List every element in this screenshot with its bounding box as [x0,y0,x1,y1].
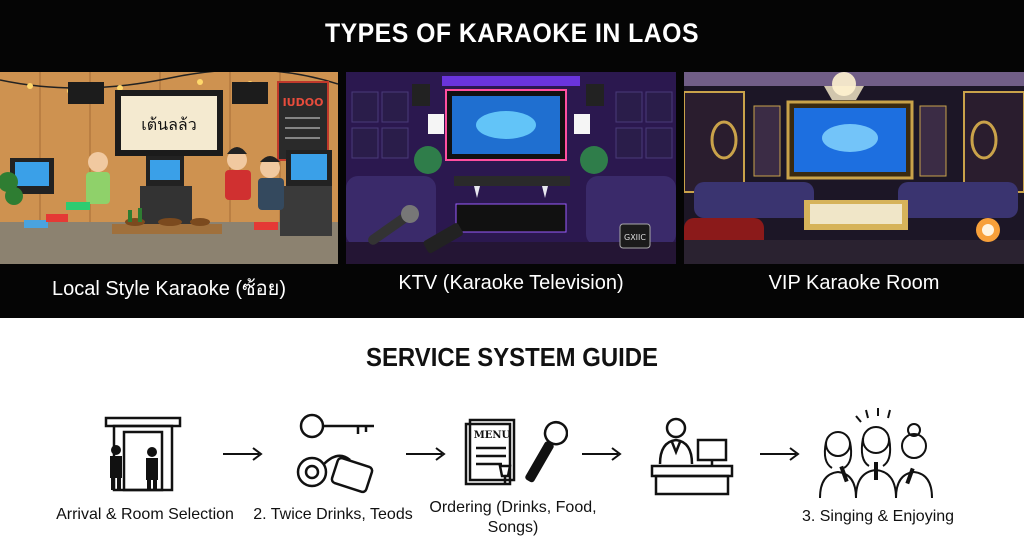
vip-illustration [684,72,1024,264]
guide-title: SERVICE SYSTEM GUIDE [366,342,658,372]
arrow-right-icon [760,447,800,461]
panel-label-local: Local Style Karaoke (ซ้อย) [51,278,287,300]
arrow-right-icon [223,447,263,461]
singers-icon [819,408,933,499]
panel-vip [684,72,1024,264]
local-karaoke-illustration: เต้นลล้ว IUDOO [0,72,338,264]
reception-desk-icon [650,417,734,496]
menu-board-text: IUDOO [283,96,324,109]
menu-microphone-icon: MENU [464,418,568,486]
door-icon [104,416,182,492]
step-label-drinks: 2. Twice Drinks, Teods [253,506,413,523]
step-label-singing: 3. Singing & Enjoying [801,508,955,525]
ktv-badge-text: GXIIC [624,233,646,242]
page-title: TYPES OF KARAOKE IN LAOS [324,18,700,48]
step-label-ordering: Ordering (Drinks, Food, [429,499,597,516]
sign-text: เต้นลล้ว [141,115,196,134]
step-label-ordering-line2: Songs) [487,519,539,536]
arrow-right-icon [582,447,622,461]
keys-icon [296,413,374,494]
step-label-arrival: Arrival & Room Selection [56,506,234,523]
panel-ktv: GXIIC [346,72,676,264]
panel-label-ktv: KTV (Karaoke Television) [398,272,624,294]
panel-local-karaoke: เต้นลล้ว IUDOO [0,72,338,264]
arrow-right-icon [406,447,446,461]
menu-card-text: MENU [474,430,511,441]
panel-label-vip: VIP Karaoke Room [768,272,940,294]
ktv-illustration: GXIIC [346,72,676,264]
